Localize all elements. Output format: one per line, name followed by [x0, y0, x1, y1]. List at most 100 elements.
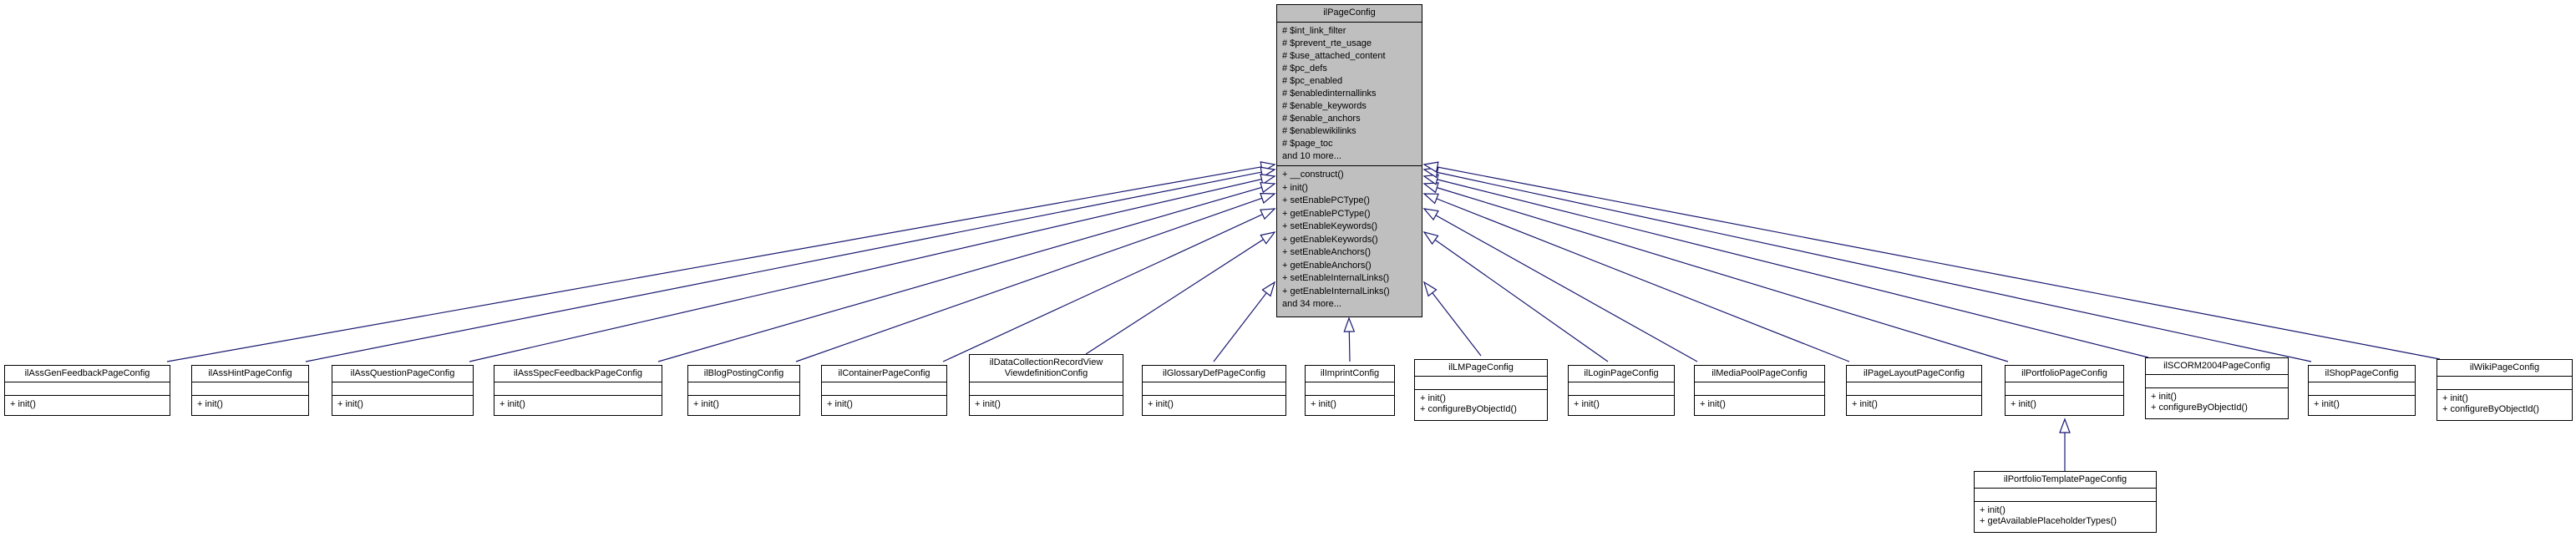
class-attributes-empty: [5, 382, 170, 396]
class-name: ilContainerPageConfig: [822, 366, 946, 382]
inheritance-edge: [1422, 161, 2441, 360]
class-box-ilportfoliopageconfig[interactable]: ilPortfolioPageConfig + init(): [2005, 365, 2124, 416]
class-name: ilWikiPageConfig: [2437, 360, 2572, 377]
class-box-illoginpageconfig[interactable]: ilLoginPageConfig + init(): [1568, 365, 1675, 416]
class-methods: + init(): [192, 396, 308, 415]
class-box-ilscorm2004pageconfig[interactable]: ilSCORM2004PageConfig + init() + configu…: [2145, 357, 2289, 419]
method-label: + init(): [1311, 399, 1336, 409]
class-methods: + init(): [2309, 396, 2415, 415]
attributes-more-label: and 10 more...: [1282, 151, 1341, 161]
class-methods: + init() + configureByObjectId(): [1415, 390, 1547, 420]
attribute-label: # $enabledinternallinks: [1282, 89, 1377, 99]
class-box-ilassquestionpageconfig[interactable]: ilAssQuestionPageConfig + init(): [332, 365, 474, 416]
method-label: + getEnableInternalLinks(): [1282, 286, 1390, 296]
method-label: + init(): [1852, 399, 1878, 409]
method-label: + getEnableAnchors(): [1282, 260, 1372, 271]
class-attributes-empty: [2006, 382, 2123, 396]
attribute-label: # $enable_keywords: [1282, 101, 1367, 111]
method-label: + init(): [2011, 399, 2036, 409]
method-label: + init(): [337, 399, 363, 409]
class-methods: + init(): [1306, 396, 1394, 415]
class-name: ilSCORM2004PageConfig: [2146, 358, 2288, 375]
class-name: ilImprintConfig: [1306, 366, 1394, 382]
inheritance-edge: [1422, 166, 2312, 362]
method-label: + init(): [197, 399, 223, 409]
class-attributes-empty: [494, 382, 662, 396]
class-box-ilpagelayoutpageconfig[interactable]: ilPageLayoutPageConfig + init(): [1846, 365, 1982, 416]
class-box-ilportfoliotemplatepageconfig[interactable]: ilPortfolioTemplatePageConfig + init() +…: [1974, 471, 2157, 533]
attribute-label: # $enable_anchors: [1282, 114, 1361, 124]
method-label: + getEnablePCType(): [1282, 208, 1371, 219]
class-methods: + init(): [494, 396, 662, 415]
class-box-ilpageconfig[interactable]: ilPageConfig # $int_link_filter # $preve…: [1276, 4, 1422, 317]
class-box-ilwikipageconfig[interactable]: ilWikiPageConfig + init() + configureByO…: [2437, 359, 2573, 421]
attribute-label: # $page_toc: [1282, 139, 1333, 149]
attribute-label: # $int_link_filter: [1282, 26, 1346, 36]
class-box-ilassspecfeedbackpageconfig[interactable]: ilAssSpecFeedbackPageConfig + init(): [494, 365, 662, 416]
class-attributes-empty: [1847, 382, 1981, 396]
attribute-label: # $prevent_rte_usage: [1282, 38, 1372, 48]
class-box-ilglossarydefpageconfig[interactable]: ilGlossaryDefPageConfig + init(): [1142, 365, 1286, 416]
method-label: + init(): [1700, 399, 1726, 409]
class-box-ilassgenfeedbackpageconfig[interactable]: ilAssGenFeedbackPageConfig + init(): [4, 365, 170, 416]
class-box-ilblogpostingconfig[interactable]: ilBlogPostingConfig + init(): [687, 365, 800, 416]
class-attributes-empty: [2437, 377, 2572, 390]
class-box-ilmediapoolpageconfig[interactable]: ilMediaPoolPageConfig + init(): [1694, 365, 1825, 416]
method-label: + getAvailablePlaceholderTypes(): [1980, 516, 2117, 526]
method-label: + init(): [693, 399, 719, 409]
class-box-ilasshintpageconfig[interactable]: ilAssHintPageConfig + init(): [191, 365, 309, 416]
class-attributes-empty: [2309, 382, 2415, 396]
class-methods: + init(): [5, 396, 170, 415]
class-attributes-empty: [1143, 382, 1285, 396]
inheritance-edge: [1085, 231, 1276, 355]
class-box-ilcontainerpageconfig[interactable]: ilContainerPageConfig + init(): [821, 365, 947, 416]
method-label: + configureByObjectId(): [1420, 404, 1517, 414]
class-methods: + init(): [332, 396, 473, 415]
class-methods: + init(): [1569, 396, 1674, 415]
class-attributes-empty: [1415, 377, 1547, 390]
method-label: + getEnableKeywords(): [1282, 234, 1378, 245]
method-label: + init(): [2442, 393, 2468, 403]
class-name: ilPageConfig: [1277, 5, 1422, 23]
inheritance-edge: [469, 174, 1276, 362]
class-name: ilDataCollectionRecordView Viewdefinitio…: [970, 355, 1123, 382]
class-name: ilPageLayoutPageConfig: [1847, 366, 1981, 382]
class-name: ilPortfolioTemplatePageConfig: [1975, 472, 2156, 489]
inheritance-edge: [1422, 281, 1482, 357]
class-name: ilGlossaryDefPageConfig: [1143, 366, 1285, 382]
class-attributes-empty: [688, 382, 799, 396]
inheritance-edge: [1422, 231, 1609, 362]
class-attributes: # $int_link_filter # $prevent_rte_usage …: [1277, 23, 1422, 166]
inheritance-edge: [1422, 208, 1698, 362]
method-label: + init(): [827, 399, 853, 409]
method-label: + configureByObjectId(): [2442, 404, 2539, 414]
method-label: + configureByObjectId(): [2151, 403, 2248, 413]
class-box-illmpageconfig[interactable]: ilLMPageConfig + init() + configureByObj…: [1414, 359, 1548, 421]
class-attributes-empty: [1975, 489, 2156, 502]
class-methods: + init() + getAvailablePlaceholderTypes(…: [1975, 502, 2156, 532]
class-attributes-empty: [2146, 375, 2288, 388]
methods-more-label: and 34 more...: [1282, 299, 1341, 309]
class-methods: + __construct() + init() + setEnablePCTy…: [1277, 166, 1422, 317]
method-label: + init(): [1980, 505, 2006, 515]
method-label: + init(): [1282, 182, 1308, 193]
class-attributes-empty: [332, 382, 473, 396]
class-attributes-empty: [1569, 382, 1674, 396]
method-label: + init(): [1420, 393, 1446, 403]
inheritance-edge: [166, 161, 1276, 362]
method-label: + setEnableInternalLinks(): [1282, 273, 1390, 283]
inheritance-edge: [1213, 281, 1276, 362]
attribute-label: # $use_attached_content: [1282, 51, 1386, 61]
class-box-ilimprintconfig[interactable]: ilImprintConfig + init(): [1305, 365, 1395, 416]
class-name: ilShopPageConfig: [2309, 366, 2415, 382]
method-label: + setEnableKeywords(): [1282, 221, 1378, 231]
class-methods: + init(): [822, 396, 946, 415]
class-methods: + init(): [2006, 396, 2123, 415]
class-box-ildatacollectionrecordviewviewdefinitionconfig[interactable]: ilDataCollectionRecordView Viewdefinitio…: [969, 354, 1123, 416]
method-label: + __construct(): [1282, 170, 1344, 180]
class-name: ilMediaPoolPageConfig: [1695, 366, 1824, 382]
class-name: ilPortfolioPageConfig: [2006, 366, 2123, 382]
class-box-ilshoppageconfig[interactable]: ilShopPageConfig + init(): [2308, 365, 2416, 416]
